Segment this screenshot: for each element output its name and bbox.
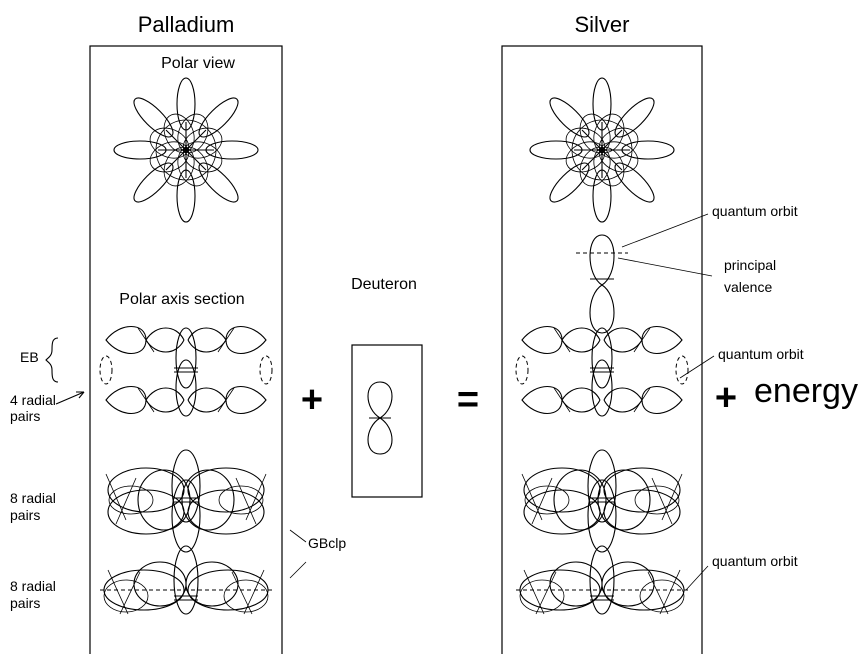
quantum-orbit-leader-2 [679,355,715,379]
plus-operator: + [301,379,323,421]
silver-polar-view [529,77,675,223]
eight-radial-b-label-2: pairs [10,595,40,611]
principal-valence-leader [617,257,713,277]
deuteron-label: Deuteron [351,276,417,293]
palladium-8-radial-upper [105,449,267,553]
equals-operator: = [457,379,479,421]
principal-valence-label-2: valence [724,279,772,295]
eight-radial-a-label-1: 8 radial [10,490,56,506]
gbclp-label: GBclp [308,535,346,551]
palladium-frame [89,45,283,654]
four-radial-label-2: pairs [10,408,40,424]
silver-8-radial-upper [521,449,683,553]
polar-view-label: Polar view [161,55,235,72]
quantum-orbit-label-1: quantum orbit [712,203,798,219]
eb-label: EB [20,349,39,365]
four-radial-arrow [55,391,85,405]
deuteron-diagram [351,344,423,498]
quantum-orbit-label-3: quantum orbit [712,553,798,569]
quantum-orbit-label-2: quantum orbit [718,346,804,362]
four-radial-arrowhead [76,391,85,399]
silver-eb-section [515,325,689,417]
eb-brace [45,337,59,383]
silver-panel [501,45,703,654]
eight-radial-a-label-2: pairs [10,507,40,523]
palladium-8-radial-lower [99,545,273,615]
polar-axis-section-label: Polar axis section [119,291,244,308]
silver-valence-figure-eight [576,234,628,334]
eight-radial-b-label-1: 8 radial [10,578,56,594]
energy-label: energy [754,372,858,410]
silver-title: Silver [574,12,629,37]
quantum-orbit-leader-1 [621,213,709,248]
gbclp-leader-upper [289,529,307,543]
palladium-title: Palladium [138,12,235,37]
principal-valence-label-1: principal [724,257,776,273]
gbclp-leader-lower [289,561,307,579]
silver-frame [501,45,703,654]
deuteron-frame [351,344,423,498]
palladium-eb-section [99,325,273,417]
palladium-panel: Polar view Polar axis section [89,45,283,654]
four-radial-label-1: 4 radial [10,392,56,408]
quantum-orbit-leader-3 [685,565,709,591]
silver-8-radial-lower [515,545,689,615]
plus-energy-operator: + [715,377,737,419]
palladium-polar-view [113,77,259,223]
deuteron-figure-eight [367,381,393,455]
